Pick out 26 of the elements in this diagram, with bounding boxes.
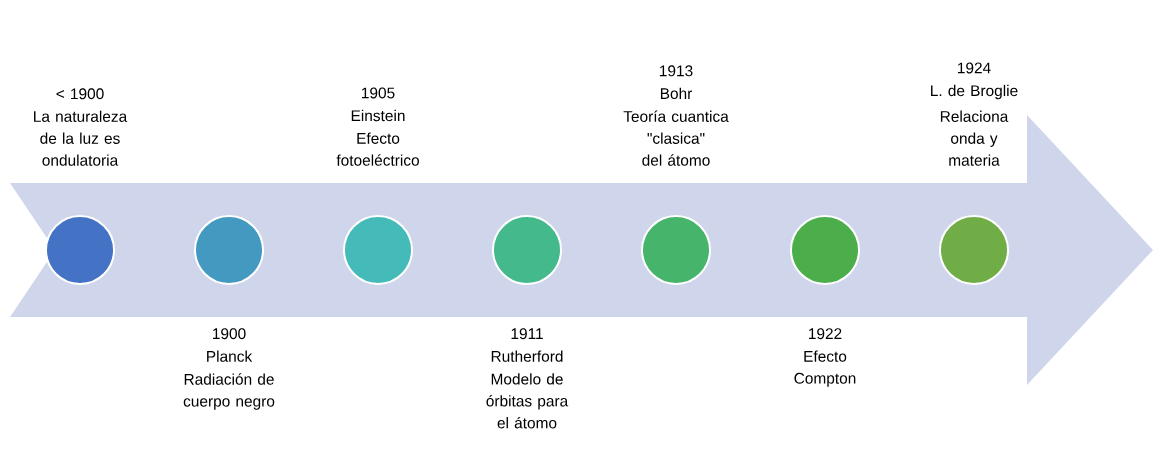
timeline-dot: [194, 215, 264, 285]
timeline-text: Bohr: [660, 87, 693, 100]
timeline-dot: [343, 215, 413, 285]
timeline-dot: [939, 215, 1009, 285]
timeline-text: 1911: [511, 328, 543, 340]
timeline-text: 1913: [660, 65, 693, 77]
timeline-text: La naturaleza de la luz es ondulatoria: [34, 110, 128, 166]
timeline-text: 1900: [213, 328, 246, 340]
timeline-text: Teoría cuantica "clasica" del átomo: [623, 110, 729, 166]
timeline-text: Efecto Compton: [794, 350, 856, 387]
timeline-text: Einstein: [351, 109, 405, 122]
timeline-text: Modelo de órbitas para el átomo: [486, 373, 569, 429]
timeline-text: 1924: [958, 62, 991, 74]
timeline-text: L. de Broglie: [931, 84, 1018, 100]
timeline-text: Efecto fotoeléctrico: [336, 132, 419, 166]
timeline-text: < 1900: [56, 88, 104, 100]
timeline-dot: [45, 215, 115, 285]
timeline-dot: [492, 215, 562, 285]
timeline-text: Planck: [207, 350, 253, 362]
timeline-text: Relaciona onda y materia: [940, 110, 1009, 166]
timeline-dot: [641, 215, 711, 285]
timeline-text: Rutherford: [491, 350, 563, 362]
timeline-dot: [790, 215, 860, 285]
timeline-text: 1922: [809, 328, 842, 340]
timeline-text: Radiación de cuerpo negro: [183, 373, 275, 410]
timeline-text: 1905: [362, 87, 395, 99]
